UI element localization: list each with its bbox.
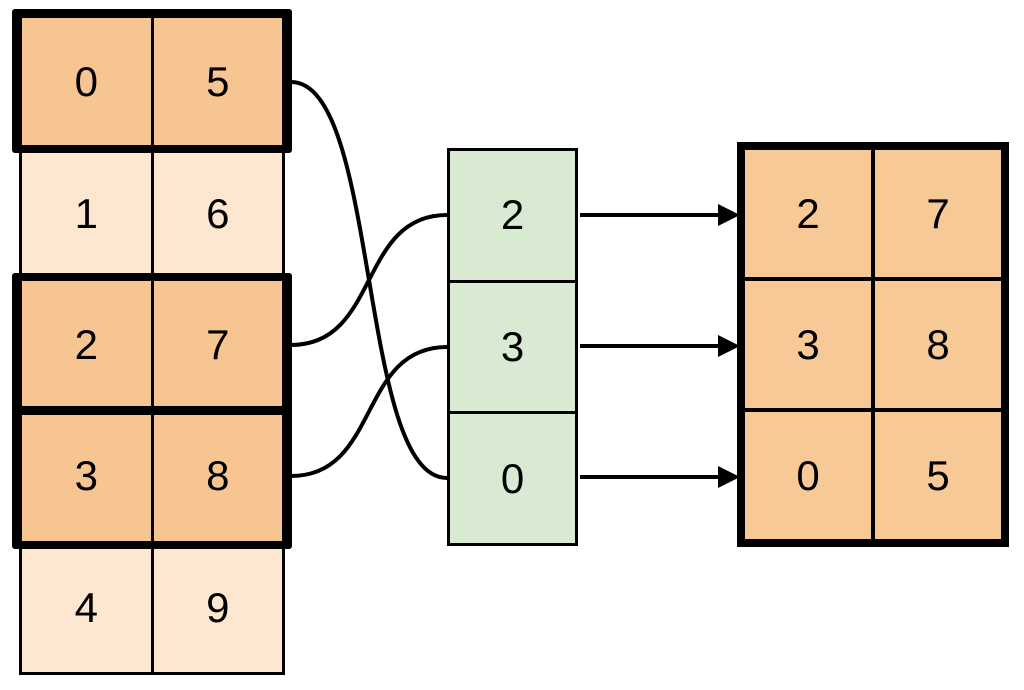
- curve-source-row2-to-index0: [290, 213, 448, 347]
- result-cell-r2c1: 5: [875, 412, 1001, 539]
- result-cell-r2c0: 0: [745, 412, 871, 539]
- arrow-index1-to-result1: [580, 335, 740, 357]
- source-cell-r2c1: 7: [153, 280, 282, 410]
- arrow-index0-to-result0: [580, 204, 740, 226]
- source-table: 0 5 1 6 2 7 3 8 4 9: [19, 15, 285, 675]
- result-table: 2 7 3 8 0 5: [737, 142, 1009, 547]
- index-cell-0: 2: [450, 151, 575, 280]
- source-cell-r0c1: 5: [153, 18, 282, 147]
- index-column: 2 3 0: [447, 148, 578, 546]
- curve-source-row0-to-index2: [290, 80, 448, 480]
- arrow-index2-to-result2: [580, 466, 740, 488]
- source-cell-r3c0: 3: [22, 412, 151, 541]
- source-cell-r0c0: 0: [22, 18, 151, 147]
- index-cell-2: 0: [450, 414, 575, 543]
- source-cell-r3c1: 8: [153, 412, 282, 541]
- source-cell-r2c0: 2: [22, 280, 151, 410]
- source-cell-r1c0: 1: [22, 149, 151, 278]
- source-cell-r4c0: 4: [22, 543, 151, 672]
- source-cell-r4c1: 9: [153, 543, 282, 672]
- result-cell-r0c1: 7: [875, 150, 1001, 277]
- result-cell-r0c0: 2: [745, 150, 871, 277]
- source-cell-r1c1: 6: [153, 149, 282, 278]
- curve-source-row3-to-index1: [290, 345, 448, 478]
- result-cell-r1c0: 3: [745, 281, 871, 408]
- index-cell-1: 3: [450, 282, 575, 412]
- result-cell-r1c1: 8: [875, 281, 1001, 408]
